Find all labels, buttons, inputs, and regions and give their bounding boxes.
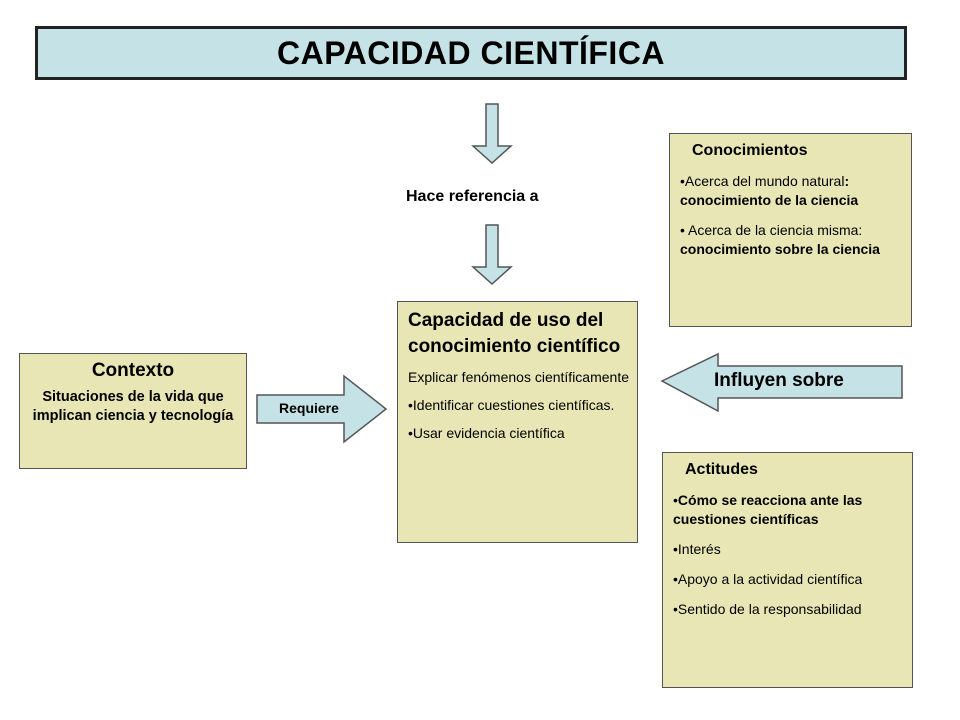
attitudes-item: •Interés	[673, 541, 721, 557]
page-title: CAPACIDAD CIENTÍFICA	[276, 34, 666, 71]
main-item: •Identificar cuestiones científicas.	[408, 397, 615, 413]
knowledge-box: Conocimientos •Acerca del mundo natural:…	[669, 133, 912, 327]
attitudes-heading: Actitudes	[685, 461, 758, 478]
main-heading: Capacidad de uso del conocimiento cientí…	[408, 310, 621, 357]
requires-label: Requiere	[279, 400, 339, 416]
main-item: •Usar evidencia científica	[408, 425, 565, 441]
attitudes-box: Actitudes •Cómo se reacciona ante las cu…	[662, 452, 913, 688]
title-banner: CAPACIDAD CIENTÍFICA	[35, 26, 907, 80]
main-item: Explicar fenómenos científicamente	[408, 369, 629, 385]
influence-arrow	[660, 352, 903, 413]
context-box: Contexto Situaciones de la vida que impl…	[19, 353, 247, 469]
attitudes-item: •Apoyo a la actividad científica	[673, 571, 863, 587]
context-text: Situaciones de la vida que implican cien…	[32, 389, 234, 424]
attitudes-item: •Cómo se reacciona ante las cuestiones c…	[673, 492, 863, 527]
knowledge-heading: Conocimientos	[692, 142, 808, 159]
context-heading: Contexto	[91, 360, 175, 381]
main-capacity-box: Capacidad de uso del conocimiento cientí…	[397, 301, 638, 543]
requires-arrow	[256, 374, 388, 444]
connector-label: Hace referencia a	[406, 188, 539, 205]
down-arrow-top	[471, 103, 513, 165]
knowledge-item: • Acerca de la ciencia misma: conocimien…	[680, 222, 880, 257]
attitudes-item: •Sentido de la responsabilidad	[673, 601, 862, 617]
down-arrow-bottom	[471, 224, 513, 286]
influence-label: Influyen sobre	[714, 370, 844, 391]
knowledge-item: •Acerca del mundo natural: conocimiento …	[680, 173, 859, 208]
